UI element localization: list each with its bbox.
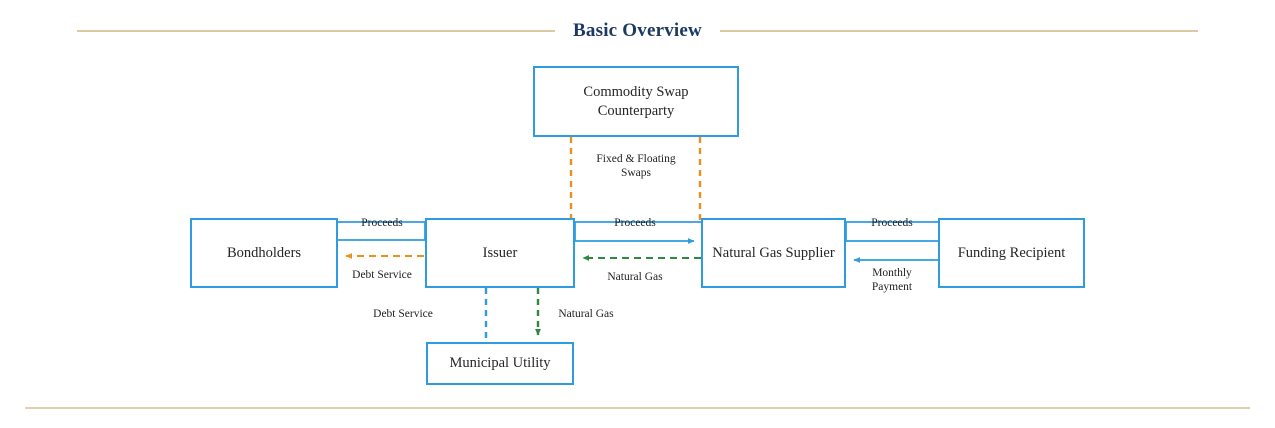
node-label: Commodity Swap Counterparty <box>583 84 689 119</box>
node-label: Funding Recipient <box>957 244 1066 261</box>
node-label: Issuer <box>482 244 518 261</box>
node-funding-recipient[interactable]: Funding Recipient <box>938 218 1085 288</box>
edge-label-issuer-to-utility-natural-gas: Natural Gas <box>558 308 614 320</box>
edge-label-fixed-and-floating-swaps: Fixed & Floating Swaps <box>596 153 676 180</box>
edge-label-supplier-to-issuer-natural-gas: Natural Gas <box>607 271 663 283</box>
edge-label-recipient-to-supplier-monthly-payment: Monthly Payment <box>871 267 913 294</box>
footer-rule <box>25 407 1250 409</box>
node-issuer[interactable]: Issuer <box>425 218 575 288</box>
node-commodity-swap-counterparty[interactable]: Commodity Swap Counterparty <box>533 66 739 137</box>
header-rule-left <box>77 30 556 32</box>
node-label: Bondholders <box>226 244 302 261</box>
node-municipal-utility[interactable]: Municipal Utility <box>426 342 574 385</box>
header-rule-right <box>719 30 1198 32</box>
node-label: Natural Gas Supplier <box>712 244 835 261</box>
edge-label-issuer-to-supplier-proceeds: Proceeds <box>614 217 656 229</box>
edge-label-issuer-to-utility-debt-service: Debt Service <box>373 308 433 320</box>
edge-label-issuer-to-bondholders-proceeds: Proceeds <box>361 217 403 229</box>
page-title: Basic Overview <box>573 20 702 41</box>
node-natural-gas-supplier[interactable]: Natural Gas Supplier <box>701 218 846 288</box>
node-bondholders[interactable]: Bondholders <box>190 218 338 288</box>
page-header: Basic Overview <box>0 14 1275 48</box>
edge-label-recipient-to-supplier-proceeds: Proceeds <box>871 217 913 229</box>
node-label: Municipal Utility <box>449 355 551 372</box>
edge-label-issuer-to-bondholders-debt-service: Debt Service <box>352 269 412 281</box>
